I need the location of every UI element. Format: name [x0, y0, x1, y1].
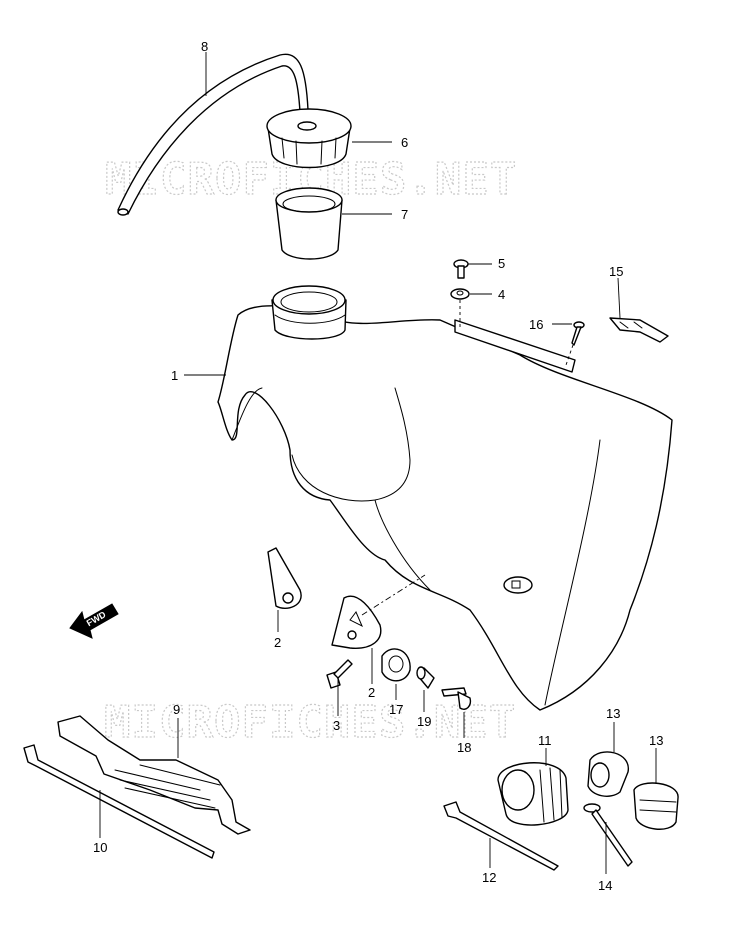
callout-3: 3 — [333, 718, 340, 733]
callout-1: 1 — [171, 368, 178, 383]
callout-18: 18 — [457, 740, 471, 755]
tank-pad — [57, 715, 251, 835]
callout-13-top: 13 — [606, 706, 620, 721]
callout-8: 8 — [201, 39, 208, 54]
fwd-arrow-icon: FWD — [69, 603, 119, 639]
callout-11: 11 — [538, 733, 552, 748]
hose-clip — [609, 317, 669, 343]
clamp-screw — [565, 321, 585, 366]
callouts: 8 6 7 5 4 15 16 1 2 2 3 17 19 18 9 10 11… — [93, 39, 663, 893]
callout-6: 6 — [401, 135, 408, 150]
callout-2-left: 2 — [274, 635, 281, 650]
bracket-left — [267, 547, 302, 609]
callout-14: 14 — [598, 878, 612, 893]
cable-tie-long — [23, 744, 215, 859]
callout-15: 15 — [609, 264, 623, 279]
tank-washer — [450, 288, 470, 330]
callout-10: 10 — [93, 840, 107, 855]
callout-16: 16 — [529, 317, 543, 332]
callout-17: 17 — [389, 702, 403, 717]
collar — [416, 666, 435, 689]
callout-4: 4 — [498, 287, 505, 302]
callout-13-right: 13 — [649, 733, 663, 748]
watermark-bottom: MICROFICHES.NET — [104, 697, 516, 748]
callout-12: 12 — [482, 870, 496, 885]
tank-screw — [453, 259, 469, 279]
mount-bolt — [441, 687, 472, 710]
rubber-damper — [381, 648, 411, 682]
cable-tie-short — [443, 801, 559, 871]
cap-gasket — [275, 187, 343, 260]
callout-7: 7 — [401, 207, 408, 222]
bracket-right — [331, 574, 426, 649]
callout-19: 19 — [417, 714, 431, 729]
callout-2-right: 2 — [368, 685, 375, 700]
fuel-cap — [266, 108, 352, 169]
leader-lines — [99, 52, 657, 874]
small-grommet-b — [633, 782, 679, 830]
callout-9: 9 — [173, 702, 180, 717]
hose-clamp-clip — [583, 803, 633, 867]
bracket-bolt — [326, 659, 353, 689]
callout-5: 5 — [498, 256, 505, 271]
fuel-tank — [217, 285, 673, 711]
small-grommet-a — [587, 751, 629, 797]
large-grommet — [497, 762, 569, 826]
